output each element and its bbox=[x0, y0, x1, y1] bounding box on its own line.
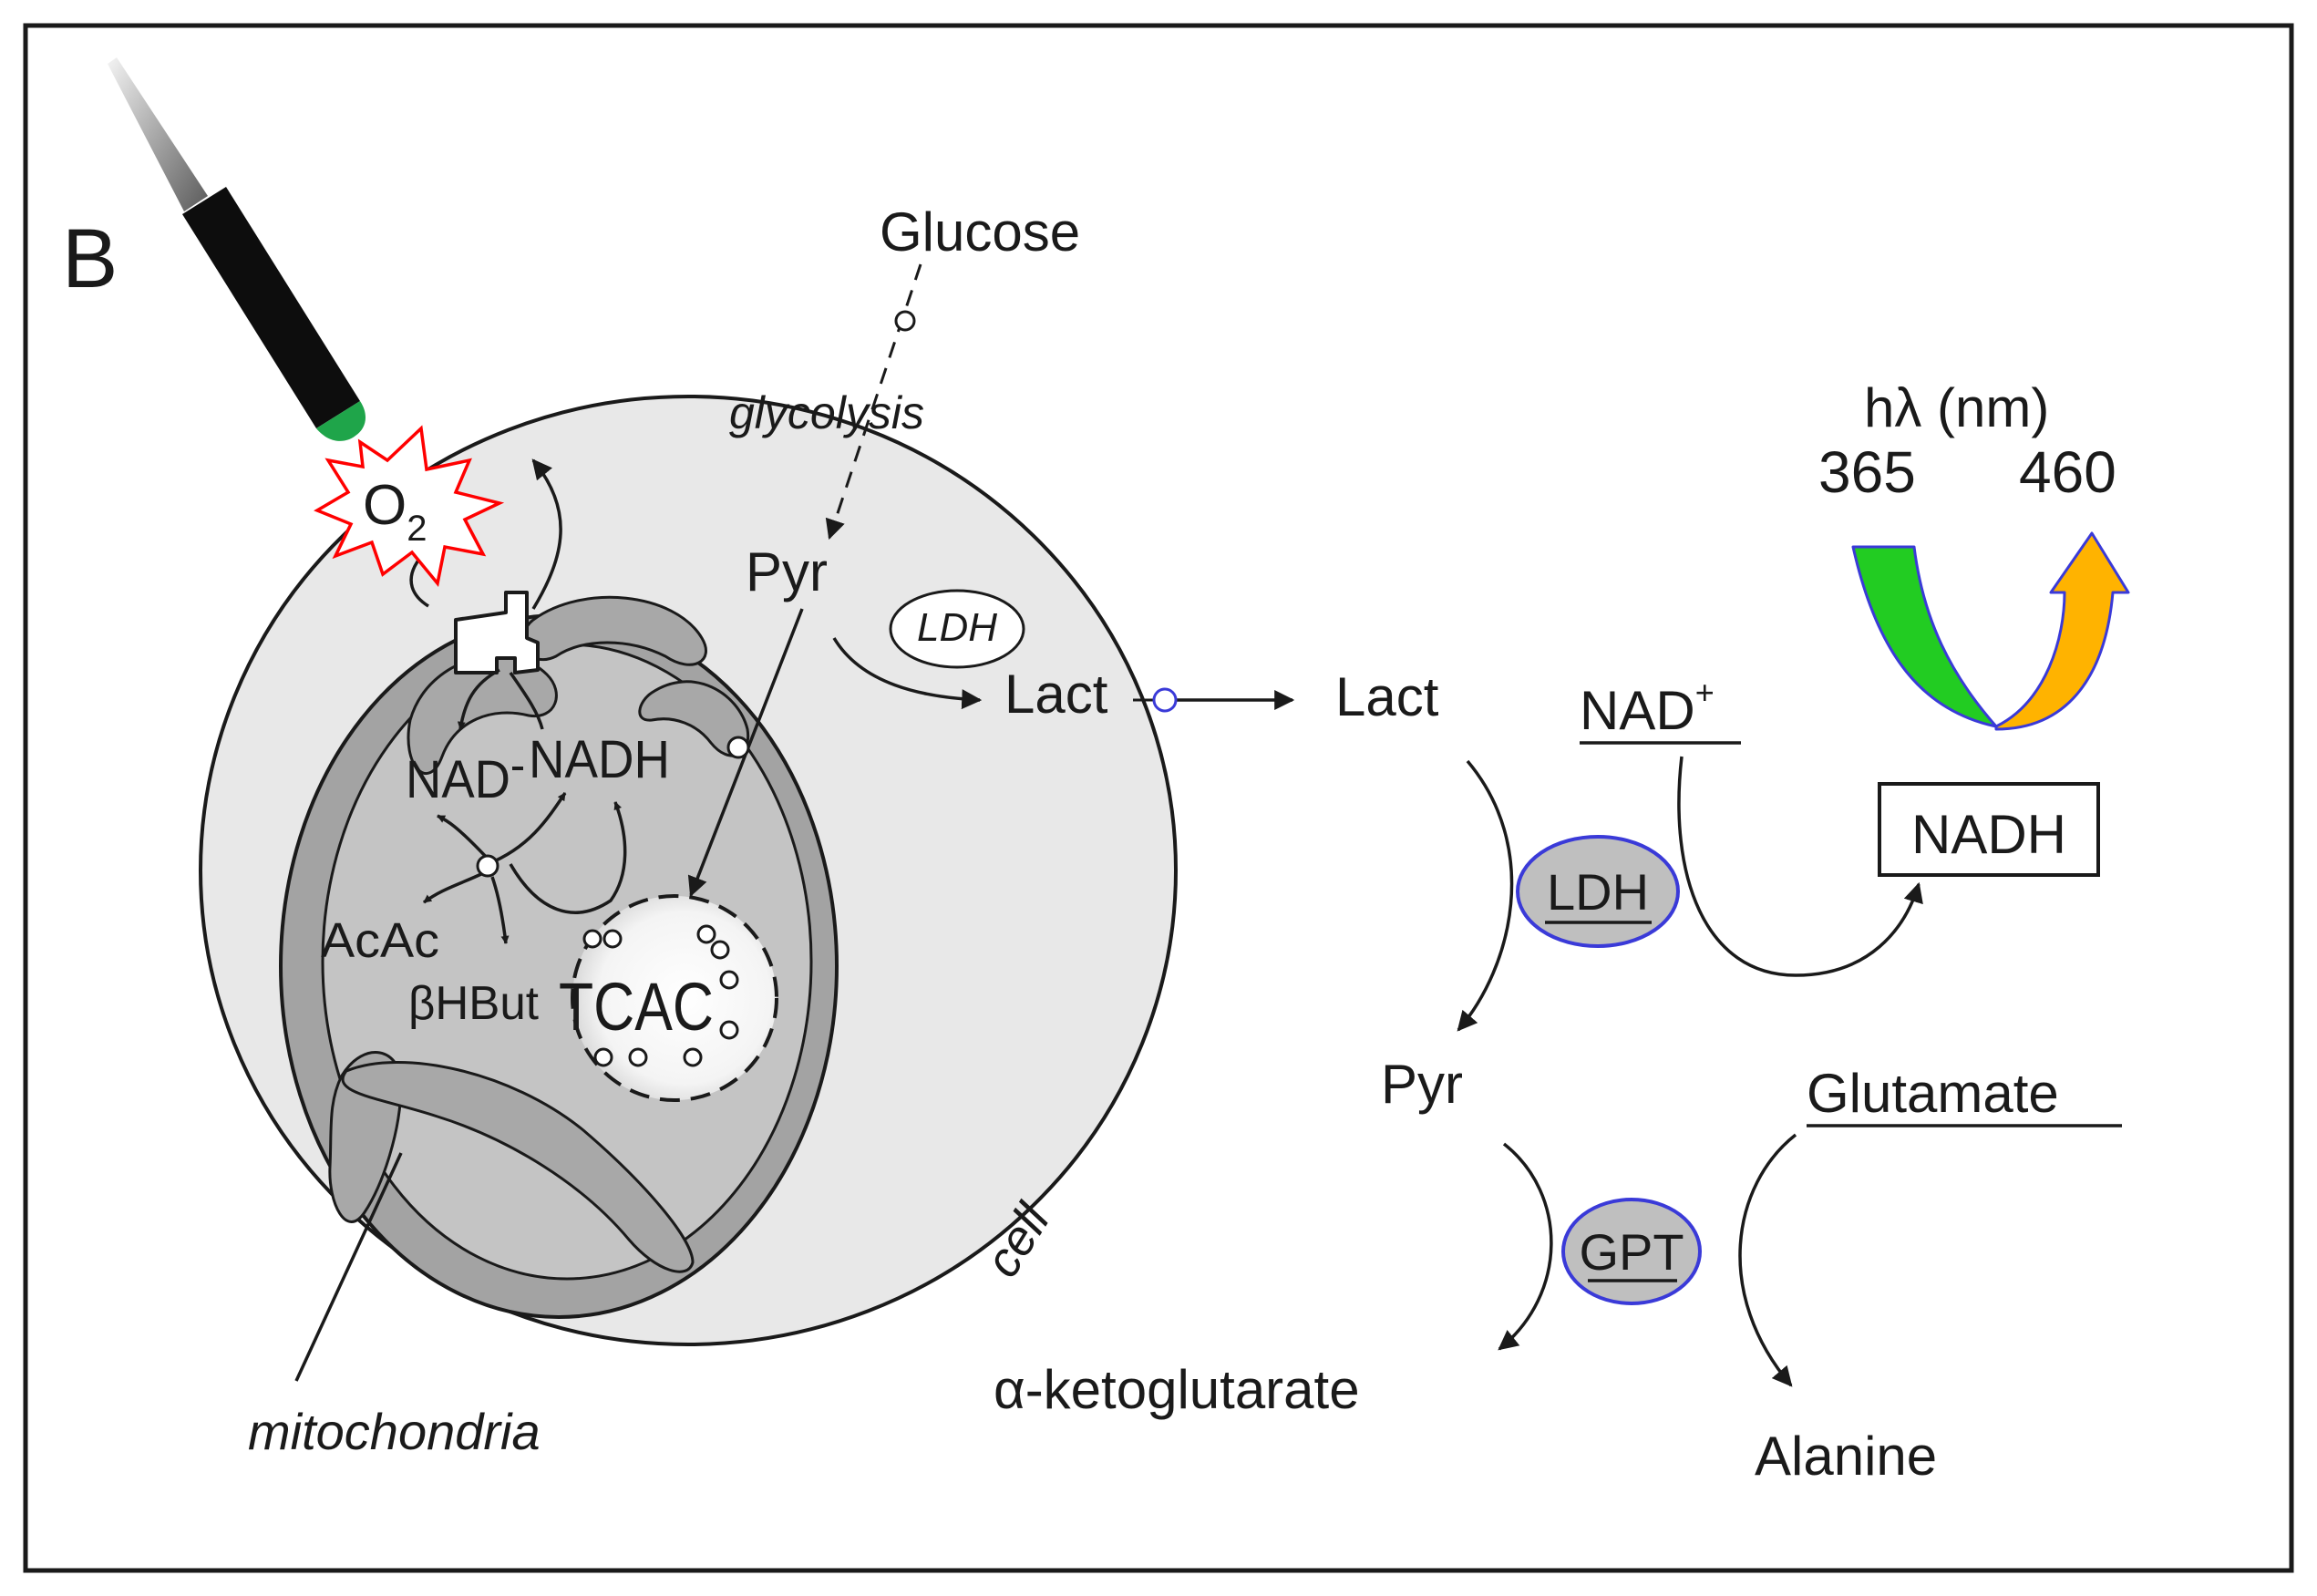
assay-pyruvate-label: Pyr bbox=[1381, 1054, 1463, 1115]
panel-label: B bbox=[62, 212, 118, 305]
nadh-label: NADH bbox=[529, 730, 670, 789]
pyruvate-carrier bbox=[726, 736, 750, 759]
glycolysis-label: glycolysis bbox=[729, 387, 924, 438]
ketone-junction bbox=[476, 854, 499, 878]
oxygen-release-arrow bbox=[531, 458, 562, 610]
pyruvate-to-lactate-arrow bbox=[832, 637, 983, 710]
nad-plus-label: NAD+ bbox=[1580, 674, 1715, 741]
fluorescence-title: hλ (nm) bbox=[1864, 377, 2049, 438]
excitation-wavelength: 365 bbox=[1818, 439, 1916, 505]
assay-ldh-enzyme bbox=[1516, 835, 1680, 948]
cell-lactate-label: Lact bbox=[1004, 664, 1108, 725]
glycolysis-arrow bbox=[825, 263, 922, 541]
mitochondrion bbox=[279, 595, 839, 1319]
tcac-label: TCAC bbox=[559, 969, 714, 1045]
gpt-label: GPT bbox=[1579, 1223, 1684, 1281]
assay-lactate-label: Lact bbox=[1335, 666, 1439, 727]
emission-wavelength: 460 bbox=[2019, 439, 2116, 505]
cell-ldh-label: LDH bbox=[917, 605, 997, 650]
mitochondria-pointer bbox=[294, 1152, 403, 1382]
glucose-label: Glucose bbox=[880, 201, 1080, 263]
electron-transport-complex bbox=[454, 591, 540, 674]
tca-cycle: TCAC bbox=[559, 894, 778, 1102]
nad-label: NAD bbox=[406, 750, 510, 809]
acac-label: AcAc bbox=[321, 913, 439, 968]
oxygen-burst: O2 bbox=[314, 425, 505, 587]
oxygen-probe bbox=[108, 57, 366, 441]
mito-reaction-arrows bbox=[422, 668, 627, 944]
fluorescence-arrow bbox=[1851, 531, 2130, 731]
cell-ldh-enzyme bbox=[889, 589, 1025, 669]
lactate-to-pyruvate-arrow bbox=[1457, 759, 1514, 1032]
alanine-label: Alanine bbox=[1755, 1426, 1937, 1487]
glucose-transporter bbox=[894, 310, 916, 332]
cell-pyruvate-label: Pyr bbox=[746, 541, 828, 602]
pyruvate-to-ketoglutarate-arrow bbox=[1498, 1142, 1553, 1351]
glutamate-to-alanine-arrow bbox=[1738, 1133, 1797, 1387]
nad-to-nadh-arrow bbox=[1677, 756, 1923, 977]
nadh-box bbox=[1878, 782, 2100, 877]
assay-ldh-label: LDH bbox=[1547, 863, 1649, 921]
nadh-box-label: NADH bbox=[1911, 804, 2066, 865]
gpt-enzyme bbox=[1561, 1198, 1702, 1305]
alpha-ketoglutarate-label: α-ketoglutarate bbox=[994, 1359, 1360, 1420]
lactate-transporter bbox=[1152, 687, 1178, 713]
bhbut-label: βHBut bbox=[408, 977, 540, 1030]
glutamate-label: Glutamate bbox=[1807, 1063, 2059, 1124]
oxygen-label: O2 bbox=[363, 474, 427, 549]
mitochondria-label: mitochondria bbox=[248, 1403, 541, 1460]
